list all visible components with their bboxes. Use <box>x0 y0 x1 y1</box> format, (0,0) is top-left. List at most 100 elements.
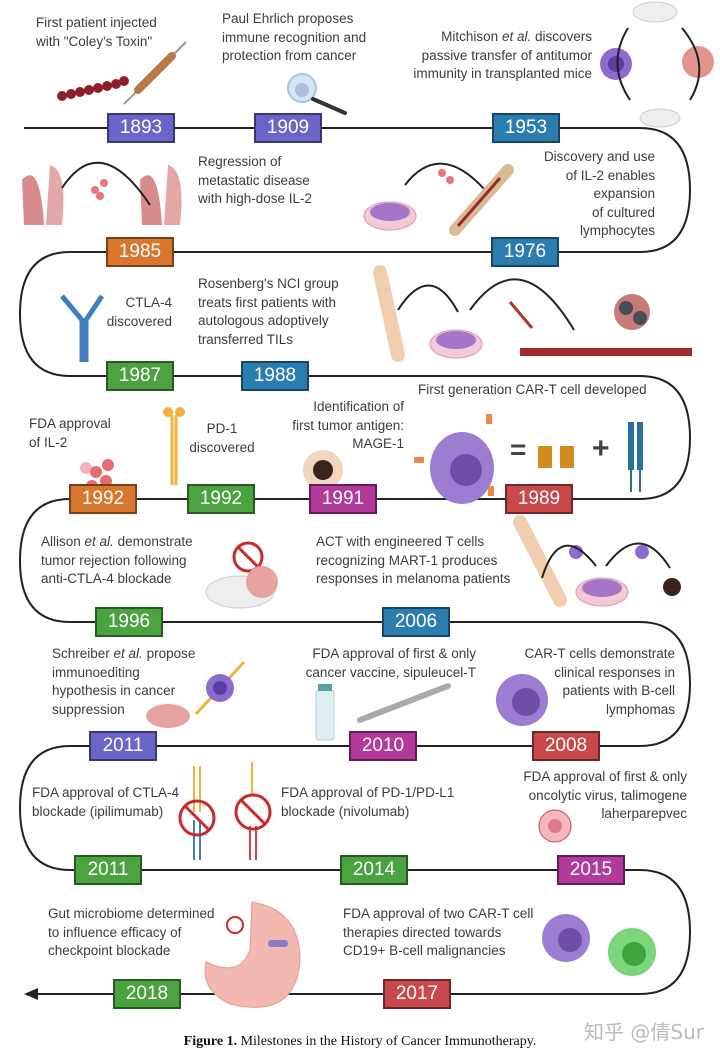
text-line: protection from cancer <box>222 48 357 63</box>
text-line: anti-CTLA-4 blockade <box>41 571 172 586</box>
text-line: First generation CAR-T cell developed <box>418 382 647 397</box>
year-badge-1976: 1976 <box>491 237 559 267</box>
tcr-chain-icon <box>628 422 643 492</box>
equals-symbol: = <box>510 434 527 465</box>
milestone-text-2011-ipilimumab: FDA approval of CTLA-4 blockade (ipilimu… <box>32 784 179 821</box>
text-em: et al. <box>501 29 532 44</box>
milestone-text-1991: Identification of first tumor antigen: M… <box>292 398 404 454</box>
text-line: laherparepvec <box>601 806 687 821</box>
text-part: propose <box>142 646 196 661</box>
text-line: treats first patients with <box>198 294 337 310</box>
text-em: et al. <box>84 534 114 549</box>
year-badge-2011-ipilimumab: 2011 <box>74 855 142 885</box>
text-part: Mitchison <box>441 29 502 44</box>
text-line: autologous adoptively <box>198 313 329 328</box>
text-line: First patient injected <box>36 15 157 30</box>
text-line: CAR-T cells demonstrate <box>524 646 675 661</box>
text-line: of cultured <box>591 204 655 220</box>
text-line: checkpoint blockade <box>48 943 171 958</box>
text-line: with "Coley's Toxin" <box>36 33 153 49</box>
mouse-transfer-cycle-icon <box>600 1 714 128</box>
year-badge-2017: 2017 <box>383 979 451 1009</box>
pd1-receptor-icon <box>163 407 185 485</box>
milestone-text-1953: Mitchison et al. discovers passive trans… <box>413 28 592 84</box>
milestone-text-2015: FDA approval of first & only oncolytic v… <box>523 768 687 824</box>
milestone-text-1989: First generation CAR-T cell developed <box>418 381 647 400</box>
mouse-ctla4-blockade-icon <box>205 541 278 609</box>
text-line: Schreiber et al. propose <box>52 645 195 664</box>
milestone-text-2011-immunoediting: Schreiber et al. propose immunoediting h… <box>52 645 195 719</box>
milestone-text-2008: CAR-T cells demonstrate clinical respons… <box>524 645 675 719</box>
text-line: Identification of <box>313 399 404 414</box>
text-line: cancer vaccine, sipuleucel-T <box>305 664 476 680</box>
syringe-2010-icon <box>357 683 451 723</box>
text-line: suppression <box>52 701 125 717</box>
milestone-text-2018: Gut microbiome determined to influence e… <box>48 905 215 961</box>
caption-label: Figure 1. <box>183 1034 238 1049</box>
text-line: MAGE-1 <box>352 436 404 451</box>
year-badge-2006: 2006 <box>382 607 450 637</box>
text-line: with high-dose IL-2 <box>198 191 313 206</box>
milestone-text-1976: Discovery and use of IL-2 enables expans… <box>544 148 655 241</box>
year-badge-1989: 1989 <box>505 484 573 514</box>
magnifying-glass-icon <box>287 73 347 115</box>
text-part: demonstrate <box>113 534 193 549</box>
year-badge-1992-il2: 1992 <box>69 484 137 514</box>
year-badge-1953: 1953 <box>492 113 560 143</box>
stomach-microbiome-icon <box>204 901 301 1008</box>
text-line: clinical responses in <box>554 664 675 680</box>
car-t-cell-2008-icon <box>496 674 548 726</box>
text-line: tumor rejection following <box>41 552 187 568</box>
engineered-t-cell-transfer-icon <box>513 515 681 607</box>
text-line: to influence efficacy of <box>48 924 182 940</box>
text-line: FDA approval of PD-1/PD-L1 <box>281 785 455 800</box>
car-t-cell-icon <box>414 414 494 504</box>
oncolytic-virus-icon <box>538 809 572 843</box>
text-line: FDA approval of two CAR-T cell <box>343 906 534 921</box>
milestone-text-2010: FDA approval of first & only cancer vacc… <box>306 645 476 682</box>
ctla4-blockade-icon <box>178 766 216 860</box>
text-line: passive transfer of antitumor <box>421 47 592 63</box>
text-line: transferred TILs <box>198 331 294 347</box>
year-badge-2011-immunoediting: 2011 <box>89 731 157 761</box>
milestone-text-1988: Rosenberg's NCI group treats first patie… <box>198 275 339 349</box>
text-part: Allison <box>41 534 85 549</box>
year-badge-1992-pd1: 1992 <box>187 484 255 514</box>
text-line: discovered <box>106 313 172 329</box>
year-badge-2018: 2018 <box>113 979 181 1009</box>
milestone-text-1985: Regression of metastatic disease with hi… <box>198 153 312 209</box>
text-line: lymphomas <box>605 701 675 717</box>
milestone-text-1909: Paul Ehrlich proposes immune recognition… <box>222 10 366 66</box>
timeline-arrowhead-icon <box>24 988 38 1000</box>
text-line: CD19+ B-cell malignancies <box>343 943 506 958</box>
immunoediting-cell-icon <box>146 660 246 728</box>
milestone-text-2006: ACT with engineered T cells recognizing … <box>316 533 510 589</box>
year-badge-1988: 1988 <box>241 361 309 391</box>
milestone-text-1992-pd1: PD-1 discovered <box>187 420 257 457</box>
text-line: oncolytic virus, talimogene <box>528 787 687 803</box>
text-line: Regression of <box>198 154 282 169</box>
text-part: Schreiber <box>52 646 114 661</box>
tumor-antigen-icon <box>303 450 343 490</box>
milestone-text-1987: CTLA-4 discovered <box>102 294 172 331</box>
milestone-text-2017: FDA approval of two CAR-T cell therapies… <box>343 905 533 961</box>
figure-caption: Figure 1. Milestones in the History of C… <box>0 1034 720 1050</box>
text-line: PD-1 <box>206 421 238 436</box>
year-badge-1909: 1909 <box>254 113 322 143</box>
timeline-path <box>18 127 692 995</box>
text-line: immunity in transplanted mice <box>413 66 592 81</box>
text-line: expansion <box>593 186 655 201</box>
milestone-text-1893: First patient injected with "Coley's Tox… <box>36 14 157 51</box>
car-t-cells-2017-icon <box>542 914 656 976</box>
year-badge-2015: 2015 <box>557 855 625 885</box>
text-line: responses in melanoma patients <box>316 571 511 586</box>
watermark: 知乎 @倩Sur <box>584 1020 704 1044</box>
milestone-text-1996: Allison et al. demonstrate tumor rejecti… <box>41 533 193 589</box>
bone-marrow-dish-icon <box>363 162 514 236</box>
year-badge-2014: 2014 <box>340 855 408 885</box>
text-line: Allison et al. demonstrate <box>41 533 193 552</box>
milestone-text-2014: FDA approval of PD-1/PD-L1 blockade (niv… <box>281 784 454 821</box>
text-line: discovered <box>189 439 255 455</box>
year-badge-2010: 2010 <box>349 731 417 761</box>
